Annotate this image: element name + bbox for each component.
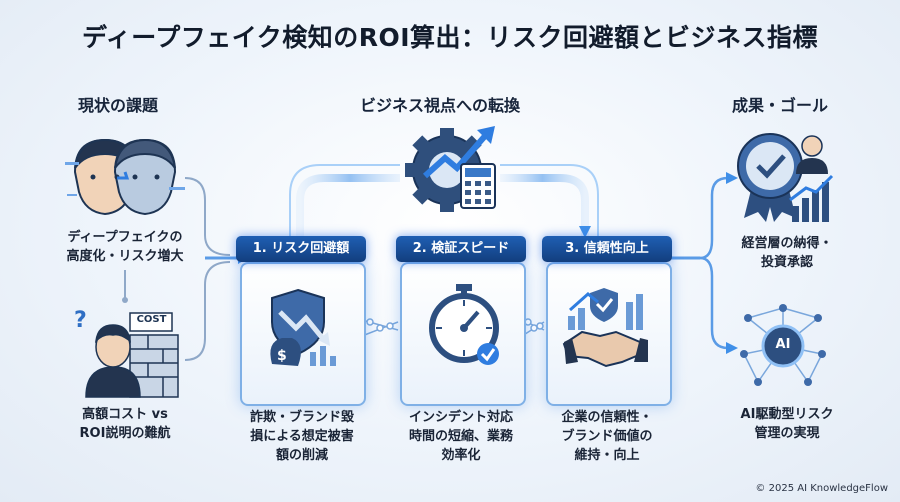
page-title: ディープフェイク検知のROI算出：リスク回避額とビジネス指標 (81, 23, 819, 52)
left-item-1-label: ディープフェイクの 高度化・リスク増大 (66, 230, 184, 264)
shield-money-icon: $ (270, 288, 336, 366)
svg-text:?: ? (74, 308, 87, 333)
section-title-left: 現状の課題 (78, 96, 159, 115)
section-title-center: ビジネス視点への転換 (360, 96, 521, 115)
svg-text:$: $ (277, 348, 287, 364)
cost-tag: COST (136, 314, 167, 325)
step-3-badge: 3. 信頼性向上 (542, 236, 672, 262)
right-item-1-label: 経営層の納得・ 投資承認 (741, 236, 833, 270)
section-title-right: 成果・ゴール (732, 96, 829, 115)
right-item-2-label: AI駆動型リスク 管理の実現 (740, 407, 834, 441)
ai-network-icon (740, 304, 826, 386)
award-growth-icon (737, 133, 834, 222)
step-3-description: 企業の信頼性・ ブランド価値の 維持・向上 (561, 410, 653, 463)
step-1-description: 詐欺・ブランド毀 損による想定被害 額の削減 (249, 410, 354, 463)
step-1-badge: 1. リスク回避額 (236, 236, 366, 262)
step-2-description: インシデント対応 時間の短縮、業務 効率化 (408, 410, 513, 463)
copyright-footer: © 2025 AI KnowledgeFlow (755, 483, 888, 494)
stopwatch-icon (429, 284, 499, 365)
cost-worker-icon: ? (74, 308, 179, 398)
gear-calculator-icon (405, 126, 496, 212)
deepfake-faces-icon (65, 138, 185, 216)
ai-tag: AI (775, 337, 791, 352)
step-2-badge: 2. 検証スピード (396, 236, 526, 262)
handshake-trust-icon (562, 288, 648, 368)
left-item-2-label: 高額コスト vs ROI説明の難航 (79, 407, 171, 441)
